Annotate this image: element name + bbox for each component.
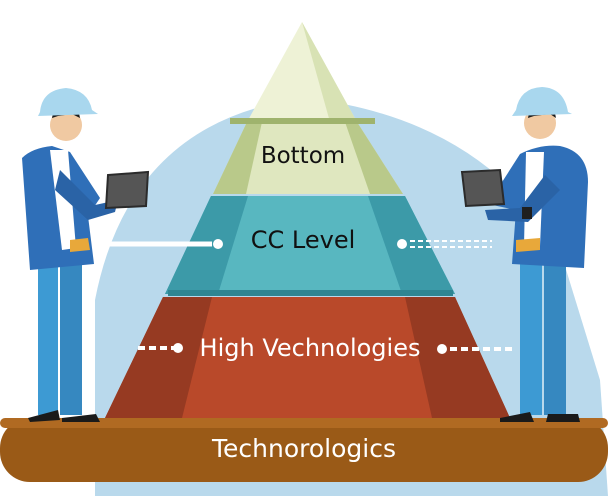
base-platform-top [0, 418, 608, 428]
engineer-right [460, 87, 588, 422]
connector-mid-left [95, 239, 223, 249]
pyramid-tip-shade [302, 22, 357, 122]
connector-mid-right [397, 239, 492, 249]
tier-bottom-right-shade [345, 122, 403, 194]
connector-low-left [138, 343, 183, 353]
tier-low-right-shade [405, 297, 510, 418]
tablet-left [104, 170, 150, 210]
tier-bottom-left-shade [213, 122, 262, 194]
connector-low-right [437, 344, 516, 354]
base-platform [0, 418, 608, 482]
tier-mid-label: CC Level [250, 226, 356, 254]
tier-bottom-label: Bottom [260, 143, 346, 169]
tier-low-left-shade [105, 297, 212, 418]
tablet-right [460, 168, 506, 208]
tier-low-label: High Vechnologies [199, 334, 421, 362]
base-label: Technorologics [212, 434, 396, 463]
engineer-left [22, 88, 150, 422]
tier-mid-band [168, 290, 453, 296]
tier-low [105, 297, 510, 418]
tier-bottom-band [230, 118, 375, 124]
tier-mid-right-shade [368, 196, 455, 294]
